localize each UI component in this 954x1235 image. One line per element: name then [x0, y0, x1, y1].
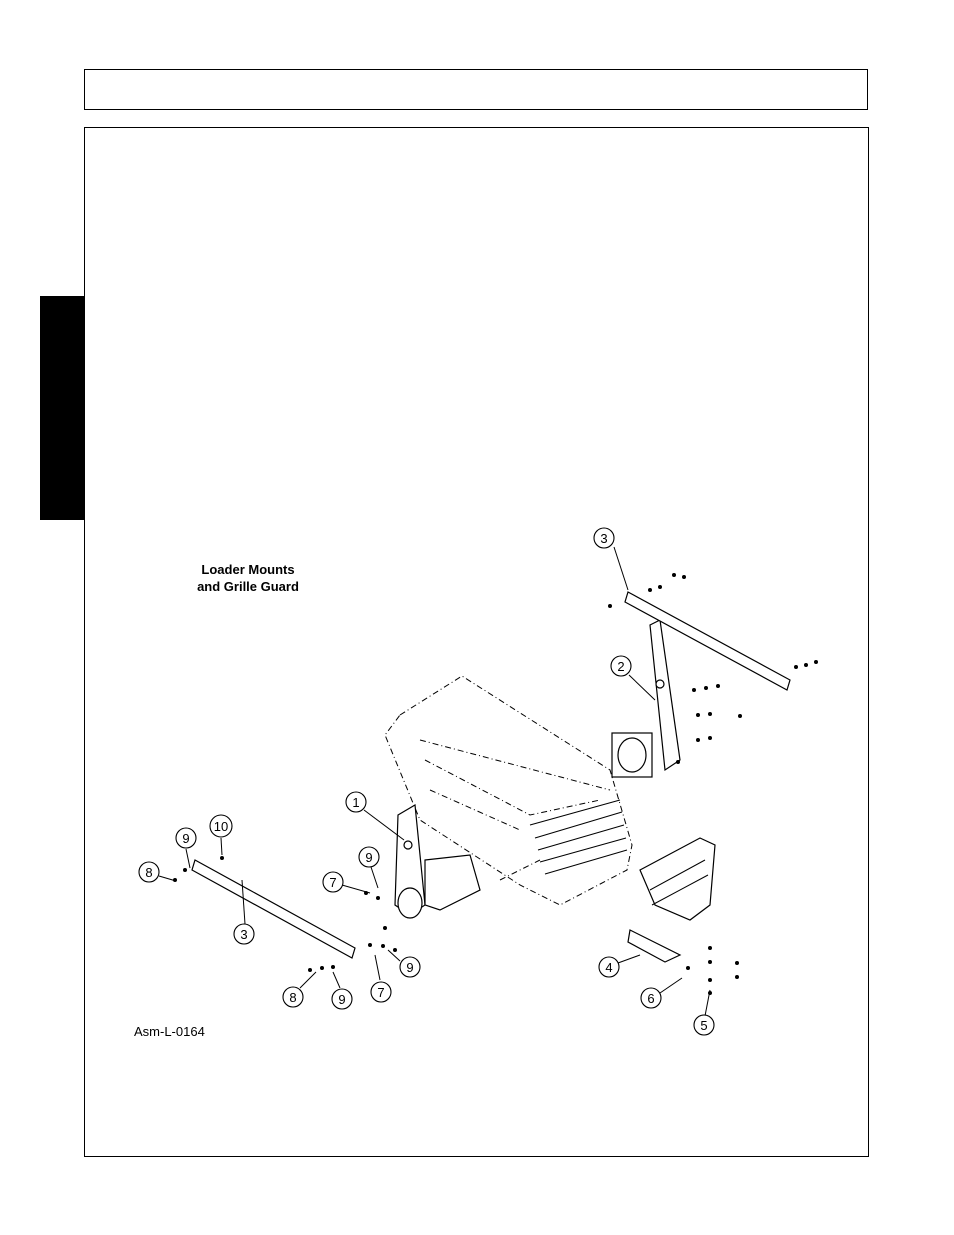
- svg-text:8: 8: [289, 990, 296, 1005]
- callout-5: 5: [694, 1015, 714, 1035]
- svg-text:9: 9: [182, 831, 189, 846]
- hardware-bolts: [173, 573, 818, 995]
- svg-text:8: 8: [145, 865, 152, 880]
- callout-6: 6: [641, 988, 661, 1008]
- callout-7-lower: 7: [371, 982, 391, 1002]
- loader-mount-left: [395, 805, 480, 918]
- callout-9-lower: 9: [332, 989, 352, 1009]
- svg-text:2: 2: [617, 659, 624, 674]
- callout-2: 2: [611, 656, 631, 676]
- loader-mount-right: [612, 620, 680, 777]
- svg-text:7: 7: [329, 875, 336, 890]
- svg-text:1: 1: [352, 795, 359, 810]
- rail-upper: [625, 592, 790, 690]
- callout-9-right: 9: [400, 957, 420, 977]
- callout-3-lower: 3: [234, 924, 254, 944]
- callout-leaders: [159, 547, 710, 1016]
- callout-8-lower: 8: [283, 987, 303, 1007]
- callout-3-upper: 3: [594, 528, 614, 548]
- callout-1: 1: [346, 792, 366, 812]
- svg-text:9: 9: [365, 850, 372, 865]
- svg-text:3: 3: [240, 927, 247, 942]
- callout-7-upper: 7: [323, 872, 343, 892]
- callout-9-mid: 9: [359, 847, 379, 867]
- svg-text:5: 5: [700, 1018, 707, 1033]
- callout-4: 4: [599, 957, 619, 977]
- svg-text:7: 7: [377, 985, 384, 1000]
- svg-text:10: 10: [214, 819, 228, 834]
- callout-10: 10: [210, 815, 232, 837]
- callout-9-left: 9: [176, 828, 196, 848]
- svg-text:9: 9: [338, 992, 345, 1007]
- grille-guard: [628, 838, 715, 962]
- svg-text:6: 6: [647, 991, 654, 1006]
- callout-8-left: 8: [139, 862, 159, 882]
- svg-text:3: 3: [600, 531, 607, 546]
- svg-text:9: 9: [406, 960, 413, 975]
- svg-text:4: 4: [605, 960, 612, 975]
